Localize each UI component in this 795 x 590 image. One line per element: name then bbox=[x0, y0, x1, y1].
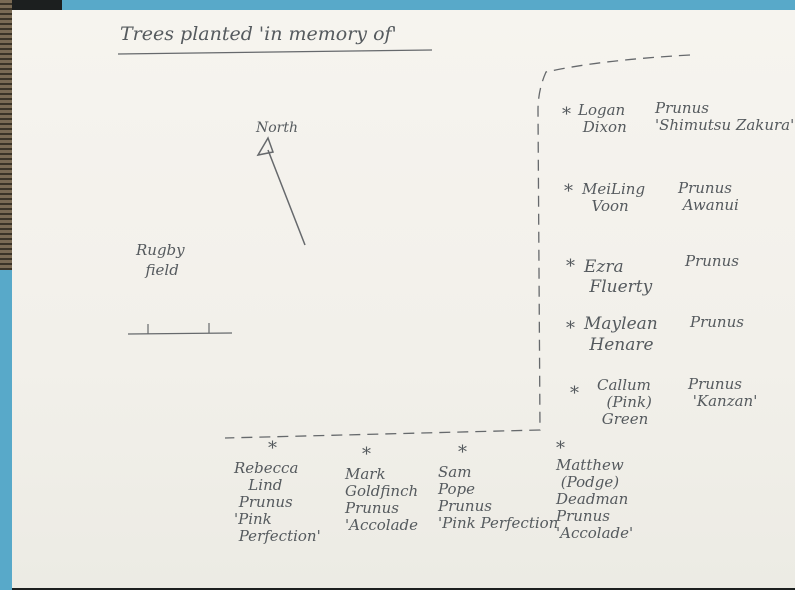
page-title: Trees planted 'in memory of' bbox=[120, 23, 397, 45]
field-label: Rugby field bbox=[136, 241, 185, 279]
marker: * bbox=[566, 318, 575, 339]
list-item-name: Ezra Fluerty bbox=[584, 257, 653, 297]
list-item-tree: Prunus 'Kanzan' bbox=[688, 375, 758, 410]
list-item-text: Mark Goldfinch Prunus 'Accolade bbox=[345, 465, 419, 534]
marker: * bbox=[564, 181, 573, 202]
marker: * bbox=[570, 383, 579, 404]
list-item-tree: Prunus bbox=[685, 252, 739, 270]
background-stripes bbox=[0, 0, 12, 270]
list-item-text: Rebecca Lind Prunus 'Pink Perfection' bbox=[234, 459, 321, 545]
list-item-tree: Prunus 'Shimutsu Zakura' bbox=[655, 99, 795, 134]
list-item-name: MeiLing Voon bbox=[582, 180, 646, 215]
photo-frame-top bbox=[62, 0, 795, 10]
list-item-tree: Prunus bbox=[690, 313, 744, 331]
marker: * bbox=[458, 442, 467, 463]
marker: * bbox=[268, 438, 277, 459]
list-item-name: Logan Dixon bbox=[578, 101, 627, 136]
compass-label: North bbox=[256, 120, 299, 136]
marker: * bbox=[362, 444, 371, 465]
marker: * bbox=[566, 256, 575, 277]
list-item-name: Callum (Pink) Green bbox=[597, 376, 652, 428]
marker: * bbox=[556, 438, 565, 459]
list-item-text: Sam Pope Prunus 'Pink Perfection bbox=[438, 463, 559, 532]
marker: * bbox=[562, 104, 571, 125]
list-item-name: Maylean Henare bbox=[584, 314, 658, 355]
list-item-text: Matthew (Podge) Deadman Prunus 'Accolade… bbox=[556, 456, 634, 542]
list-item-tree: Prunus Awanui bbox=[678, 179, 739, 214]
